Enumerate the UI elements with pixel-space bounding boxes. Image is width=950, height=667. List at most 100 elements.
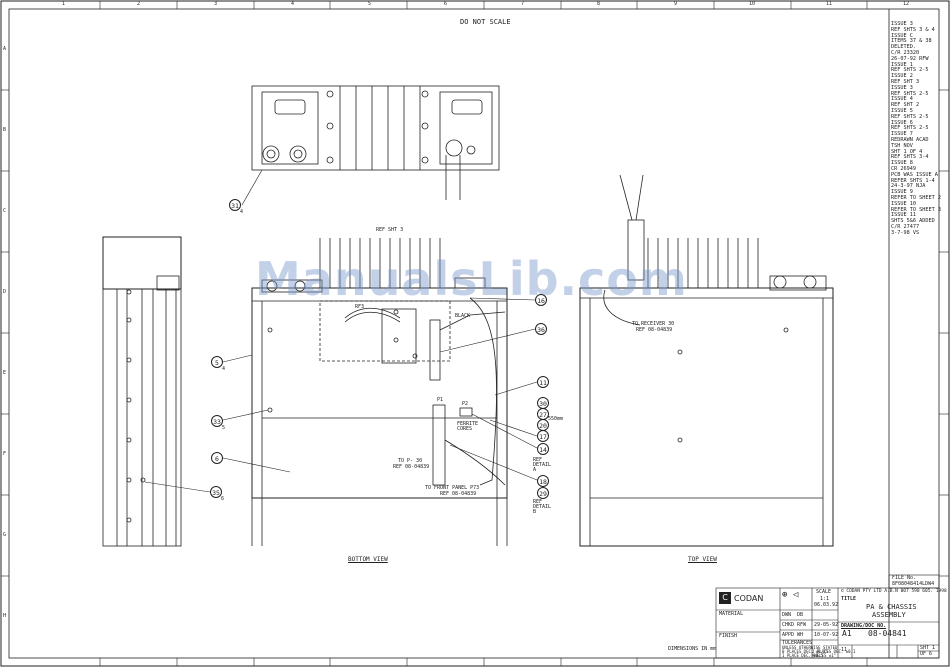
revision-entry: TSH NOV xyxy=(891,142,913,149)
grid-row-a: A xyxy=(3,46,7,52)
revision-entry: CR 26949 xyxy=(891,166,916,172)
ferrite-cores-label: FERRITE CORES xyxy=(457,421,479,432)
ref-detail-b-label: REF DETAIL B xyxy=(533,499,552,515)
revision-entry: ISSUE 2 xyxy=(891,73,913,80)
top-view-caption: TOP VIEW xyxy=(688,556,717,563)
revision-entry: REFER TO SHEET 2 xyxy=(891,195,941,201)
balloon-33-qty: 5 xyxy=(222,425,226,431)
tolerances-subheading: UNLESS OTHERWISE STATED xyxy=(782,645,838,650)
balloon-5: 5 xyxy=(211,356,223,368)
grid-col-11: 11 xyxy=(826,1,833,7)
grid-row-c: C xyxy=(3,208,7,214)
rf3-label: RF3 xyxy=(355,304,365,310)
revision-entry: REDRAWN ACAD xyxy=(891,137,929,143)
tolerance-0-places: 0 PLACES DEC. ±0.25 xyxy=(782,649,828,654)
dimension-550-label: 550mm xyxy=(548,416,564,422)
chkd-date: 29-05-92 xyxy=(814,622,839,628)
side-view xyxy=(102,236,182,547)
title-label: TITLE xyxy=(841,596,857,602)
grid-col-3: 3 xyxy=(214,1,218,7)
sheet-of: OF 6 xyxy=(920,651,933,657)
inner-frame xyxy=(8,8,940,659)
revision-entry: ISSUE 6 xyxy=(891,119,913,126)
tolerance-angles: ANGLES ±1° xyxy=(812,653,837,658)
bottom-view xyxy=(251,238,508,546)
revision-entry: REF SHTS 2-5 xyxy=(891,125,929,132)
scale-value: 1:1 xyxy=(820,596,830,602)
sheet-size: A1 xyxy=(842,629,852,638)
grid-col-4: 4 xyxy=(291,1,295,7)
top-view xyxy=(579,174,834,547)
end-view xyxy=(251,85,500,200)
revision-entry: REF SHTS 2-5 xyxy=(891,90,929,97)
ref-receiver-label: REF 08-04839 xyxy=(636,327,673,333)
revision-entry: C/R 23320 xyxy=(891,50,920,56)
grid-col-10: 10 xyxy=(749,1,756,7)
ref-p30-label: REF 08-04839 xyxy=(393,464,430,470)
to-front-panel-label: TO FRONT PANEL P73 xyxy=(425,485,480,491)
copyright-notice: © CODAN PTY LTD A.B.N 007 590 605. 1998 xyxy=(841,589,947,594)
revision-entry: DELETED. xyxy=(891,44,916,51)
revision-entry: C/R 27477 xyxy=(891,224,920,230)
dimensions-note: DIMENSIONS IN mm xyxy=(668,646,717,652)
balloon-35: 35 xyxy=(210,486,222,498)
grid-col-12: 12 xyxy=(903,1,910,7)
p2-label: P2 xyxy=(462,401,469,407)
balloon-6: 6 xyxy=(211,452,223,464)
watermark-text: ManualsLib.com xyxy=(255,252,688,306)
grid-row-h: H xyxy=(3,613,7,619)
balloon-11: 11 xyxy=(537,376,549,388)
revision-entry: ISSUE 7 xyxy=(891,131,913,138)
revision-entry: ITEMS 37 & 38 xyxy=(891,38,932,45)
material-label: MATERIAL xyxy=(719,611,744,617)
appd-by: WH xyxy=(797,632,804,638)
revision-entry: REF SHTS 3 & 4 xyxy=(891,26,935,33)
revision-entry: 3-7-98 VS xyxy=(891,229,920,236)
grid-col-8: 8 xyxy=(597,1,601,7)
grid-col-9: 9 xyxy=(674,1,678,7)
balloon-29: 29 xyxy=(537,487,549,499)
revision-entry: REF SHT 2 xyxy=(891,102,920,109)
appd-date: 10-07-92 xyxy=(814,632,839,638)
revision-entry: PCB WAS ISSUE A xyxy=(891,171,938,178)
appd-label: APPD xyxy=(782,632,795,638)
revision-entry: REFER TO SHEET 3 xyxy=(891,206,941,213)
do-not-scale-note: DO NOT SCALE xyxy=(460,18,511,26)
revision-entry: REF SHTS 2-5 xyxy=(891,113,929,120)
drawing-number: 08-04841 xyxy=(868,629,907,638)
dwn-label: DWN xyxy=(782,612,792,618)
title-line-1: PA & CHASSIS xyxy=(866,603,917,611)
projection-symbol-icon: ⊕ ◁ xyxy=(782,590,799,600)
balloon-33: 33 xyxy=(211,415,223,427)
revision-entry: ISSUE 8 xyxy=(891,160,913,167)
title-line-2: ASSEMBLY xyxy=(872,611,906,619)
balloon-17: 17 xyxy=(537,430,549,442)
grid-col-5: 5 xyxy=(368,1,372,7)
revision-entry: SHT 1 OF 4 xyxy=(891,148,923,155)
drawing-date: 06.03.92 xyxy=(814,602,839,608)
balloon-31: 31 xyxy=(229,199,241,211)
grid-row-e: E xyxy=(3,370,7,376)
balloon-31-qty: 4 xyxy=(240,209,244,215)
company-name: CODAN xyxy=(734,594,764,603)
bottom-view-caption: BOTTOM VIEW xyxy=(348,556,388,563)
drawing-no-label: DRAWING/DOC NO. xyxy=(841,623,887,629)
grid-row-f: F xyxy=(3,451,7,457)
revision-entry: ISSUE 11 xyxy=(891,212,916,219)
grid-col-1: 1 xyxy=(62,1,66,7)
balloon-5-qty: 4 xyxy=(222,366,226,372)
revision-entry: REF SHT 3 xyxy=(891,79,920,85)
tolerances-heading: TOLERANCES xyxy=(782,640,813,646)
balloon-18: 18 xyxy=(537,475,549,487)
chkd-label: CHKD xyxy=(782,622,795,628)
ref-detail-a-label: REF DETAIL A xyxy=(533,457,552,473)
to-receiver-label: TO RECEIVER 30 xyxy=(632,321,675,327)
revision-entry: 24-3-97 NJA xyxy=(891,183,926,190)
revision-entry: REF SHTS 2-5 xyxy=(891,67,929,74)
grid-col-2: 2 xyxy=(137,1,141,7)
revision-entry: ISSUE 1 xyxy=(891,61,913,68)
